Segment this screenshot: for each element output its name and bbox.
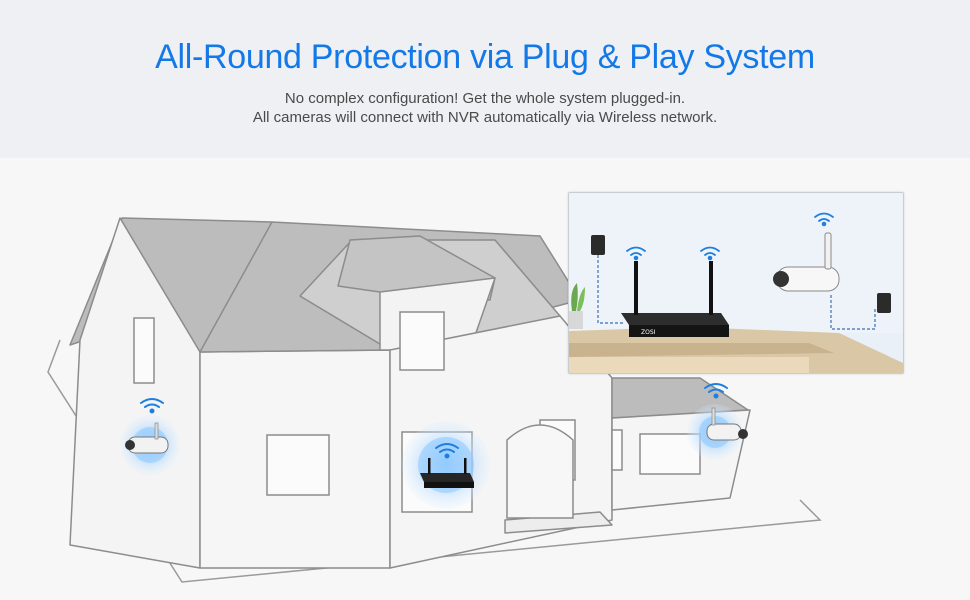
inset-scene: ZOSI <box>569 193 903 373</box>
subtitle-line-2: All cameras will connect with NVR automa… <box>252 109 718 126</box>
camera-icon <box>125 407 748 454</box>
header-banner: All-Round Protection via Plug & Play Sys… <box>0 0 970 158</box>
power-adapter-icon <box>591 235 891 313</box>
camera-icon <box>773 232 840 292</box>
nvr-icon: ZOSI <box>621 261 729 337</box>
house-illustration <box>47 217 822 583</box>
plant-icon <box>569 283 585 329</box>
page-title: All-Round Protection via Plug & Play Sys… <box>155 38 815 76</box>
nvr-signal-glow <box>402 421 490 509</box>
table <box>569 327 903 373</box>
nvr-setup-inset: ZOSI <box>568 192 904 374</box>
nvr-brand: ZOSI <box>641 329 656 336</box>
nvr-icon <box>420 458 474 488</box>
subtitle-line-1: No complex configuration! Get the whole … <box>284 90 686 107</box>
wifi-icon <box>140 383 728 459</box>
ground-outline <box>47 339 822 583</box>
house <box>69 217 751 569</box>
cables <box>597 255 876 330</box>
wifi-icon <box>626 212 834 261</box>
door <box>506 424 574 519</box>
